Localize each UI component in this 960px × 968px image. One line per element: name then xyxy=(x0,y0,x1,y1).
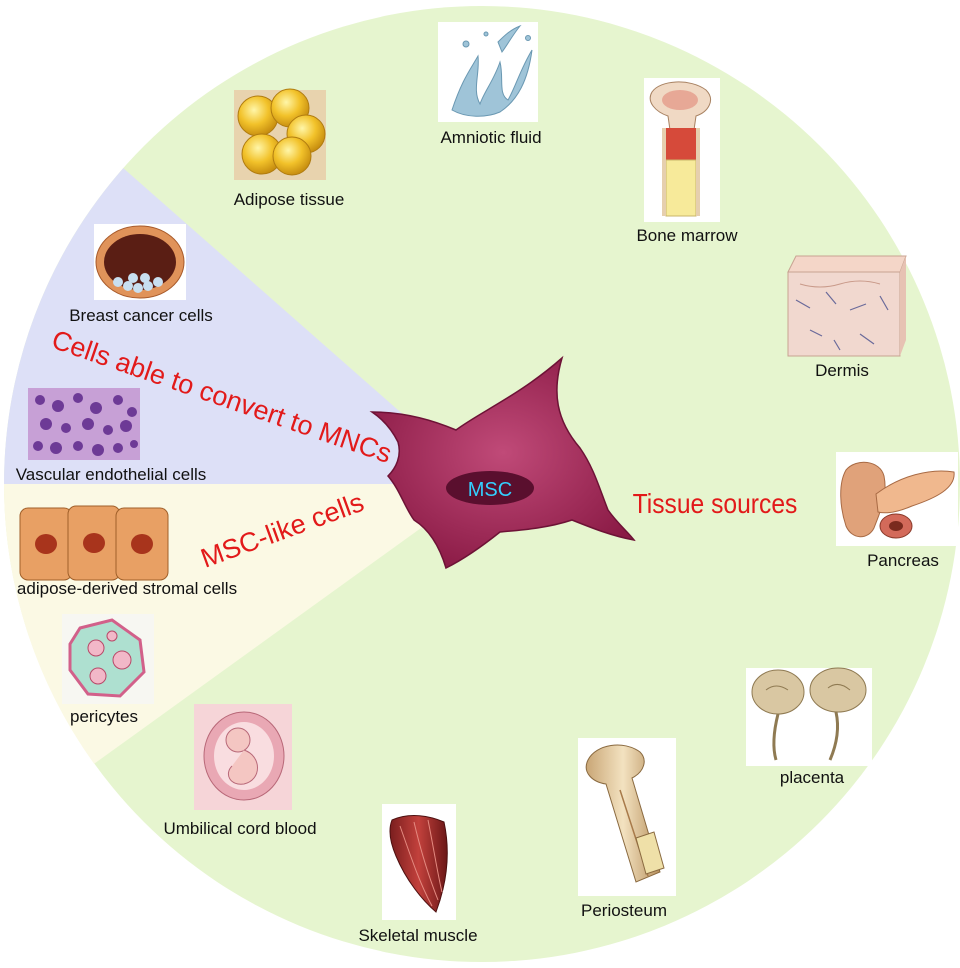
pericytes-label: pericytes xyxy=(70,707,138,726)
amniotic-fluid-item: Amniotic fluid xyxy=(438,22,542,147)
breast-cell-icon xyxy=(96,226,184,298)
fetus-icon xyxy=(204,712,284,800)
pancreas-label: Pancreas xyxy=(867,551,939,570)
tissue-sources-title: Tissue sources xyxy=(633,488,798,520)
adipose-derived-stromal-cells-label: adipose-derived stromal cells xyxy=(17,579,237,598)
breast-cancer-cells-label: Breast cancer cells xyxy=(69,306,213,325)
adipose-tissue-label: Adipose tissue xyxy=(234,190,345,209)
periosteum-item: Periosteum xyxy=(578,738,676,920)
amniotic-fluid-label: Amniotic fluid xyxy=(440,128,541,147)
skeletal-muscle-label: Skeletal muscle xyxy=(358,926,477,945)
vascular-endothelial-cells-label: Vascular endothelial cells xyxy=(16,465,207,484)
dermis-label: Dermis xyxy=(815,361,869,380)
stromal-cells-icon xyxy=(20,506,168,580)
bone-marrow-label: Bone marrow xyxy=(636,226,738,245)
placenta-label: placenta xyxy=(780,768,845,787)
skin-layer-icon xyxy=(788,256,906,356)
umbilical-cord-blood-label: Umbilical cord blood xyxy=(163,819,316,838)
msc-label: MSC xyxy=(468,479,512,501)
periosteum-label: Periosteum xyxy=(581,901,667,920)
